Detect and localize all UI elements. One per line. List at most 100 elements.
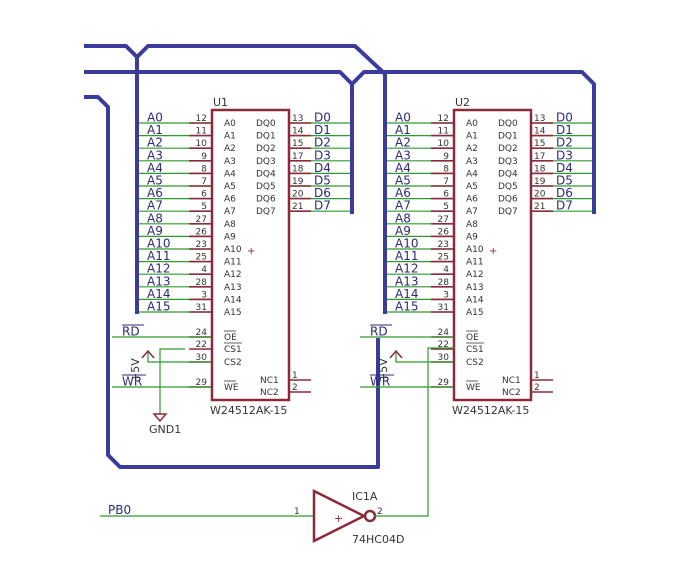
addr-pin-name: A7 <box>466 207 478 217</box>
data-pin-number: 15 <box>292 139 303 149</box>
chip-ref: U1 <box>213 96 228 109</box>
addr-pin-number: 7 <box>201 177 207 187</box>
addr-pin-name: A12 <box>224 270 242 280</box>
addr-pin-name: A14 <box>224 295 242 305</box>
data-pin-name: DQ0 <box>498 119 518 129</box>
addr-net-label: A11 <box>395 249 418 263</box>
nc-pin-name: NC1 <box>260 376 279 386</box>
addr-pin-name: A13 <box>466 283 484 293</box>
data-pin-number: 13 <box>534 114 545 124</box>
addr-pin-number: 7 <box>443 177 449 187</box>
addr-net-label: A3 <box>147 148 163 162</box>
data-pin-number: 17 <box>292 152 303 162</box>
ctrl-pin-name: OE <box>466 333 479 343</box>
data-pin-number: 18 <box>534 164 546 174</box>
addr-pin-name: A10 <box>466 245 484 255</box>
ctrl-pin-number: 24 <box>438 328 450 338</box>
ctrl-pin-number: 30 <box>438 353 450 363</box>
addr-pin-name: A12 <box>466 270 484 280</box>
addr-pin-number: 12 <box>438 114 449 124</box>
data-pin-number: 13 <box>292 114 303 124</box>
ctrl-pin-name: CS2 <box>466 358 484 368</box>
addr-pin-number: 5 <box>443 202 449 212</box>
bus-lines <box>84 44 596 469</box>
addr-pin-number: 6 <box>443 190 449 200</box>
addr-net-label: A0 <box>147 111 163 125</box>
addr-net-label: A11 <box>147 249 170 263</box>
nc-pin-number: 1 <box>292 371 298 381</box>
data-pin-name: DQ1 <box>256 132 276 142</box>
data-pin-name: DQ7 <box>498 207 518 217</box>
ctrl-pin-number: 29 <box>438 378 450 388</box>
chip-part: W24512AK-15 <box>210 404 287 417</box>
addr-net-label: A15 <box>147 300 170 314</box>
data-pin-name: DQ6 <box>256 195 276 205</box>
addr-pin-number: 4 <box>443 265 449 275</box>
addr-pin-name: A3 <box>224 157 236 167</box>
inverter-part: 74HC04D <box>352 533 404 546</box>
ctrl-pin-number: 24 <box>196 328 208 338</box>
data-pin-number: 18 <box>292 164 304 174</box>
addr-pin-number: 25 <box>438 253 449 263</box>
data-net-label: D2 <box>556 136 573 150</box>
addr-net-label: A12 <box>147 262 170 276</box>
data-pin-number: 19 <box>292 177 304 187</box>
data-net-label: D5 <box>314 174 331 188</box>
data-net-label: D3 <box>556 148 573 162</box>
addr-net-label: A6 <box>147 186 163 200</box>
addr-pin-name: A4 <box>224 169 236 179</box>
data-net-label: D7 <box>314 199 331 213</box>
data-pin-name: DQ4 <box>498 169 518 179</box>
addr-pin-name: A7 <box>224 207 236 217</box>
addr-net-label: A9 <box>147 224 163 238</box>
addr-pin-number: 3 <box>201 290 207 300</box>
addr-pin-name: A3 <box>466 157 478 167</box>
inverter-ref: IC1A <box>352 490 378 503</box>
addr-net-label: A13 <box>395 274 418 288</box>
inverter-pin-in: 1 <box>294 507 300 517</box>
addr-pin-name: A8 <box>466 220 478 230</box>
addr-net-label: A5 <box>395 174 411 188</box>
control-bus <box>84 95 380 469</box>
addr-net-label: A14 <box>395 287 418 301</box>
data-pin-name: DQ2 <box>498 144 518 154</box>
addr-pin-number: 9 <box>201 152 207 162</box>
addr-pin-number: 11 <box>438 127 449 137</box>
addr-net-label: A7 <box>147 199 163 213</box>
data-net-label: D3 <box>314 148 331 162</box>
data-net-label: D6 <box>556 186 573 200</box>
vcc-label: +5V <box>129 358 142 382</box>
addr-pin-number: 31 <box>196 303 207 313</box>
data-net-label: D0 <box>556 111 573 125</box>
addr-pin-number: 27 <box>438 215 449 225</box>
data-net-label: D1 <box>556 123 573 137</box>
data-pin-number: 19 <box>534 177 546 187</box>
addr-net-label: A6 <box>395 186 411 200</box>
addr-net-label: A14 <box>147 287 170 301</box>
nc-pin-number: 2 <box>534 383 540 393</box>
ctrl-pin-number: 29 <box>196 378 208 388</box>
addr-pin-name: A13 <box>224 283 242 293</box>
data-net-label: D4 <box>556 161 573 175</box>
data-net-label: D7 <box>556 199 573 213</box>
addr-pin-number: 23 <box>438 240 449 250</box>
addr-net-label: A2 <box>395 136 411 150</box>
addr-net-label: A4 <box>395 161 411 175</box>
addr-net-label: A9 <box>395 224 411 238</box>
data-bus <box>84 70 596 214</box>
addr-pin-name: A15 <box>224 308 242 318</box>
addr-pin-number: 11 <box>196 127 207 137</box>
addr-pin-number: 31 <box>438 303 449 313</box>
nc-pin-number: 2 <box>292 383 298 393</box>
ground-icon <box>152 413 168 423</box>
wr-net-label: WR <box>122 375 142 389</box>
addr-pin-number: 26 <box>196 227 208 237</box>
addr-pin-number: 12 <box>196 114 207 124</box>
chip-body <box>210 108 291 402</box>
addr-net-label: A7 <box>395 199 411 213</box>
chip-ref: U2 <box>455 96 470 109</box>
data-pin-number: 21 <box>292 202 303 212</box>
addr-pin-name: A0 <box>224 119 236 129</box>
